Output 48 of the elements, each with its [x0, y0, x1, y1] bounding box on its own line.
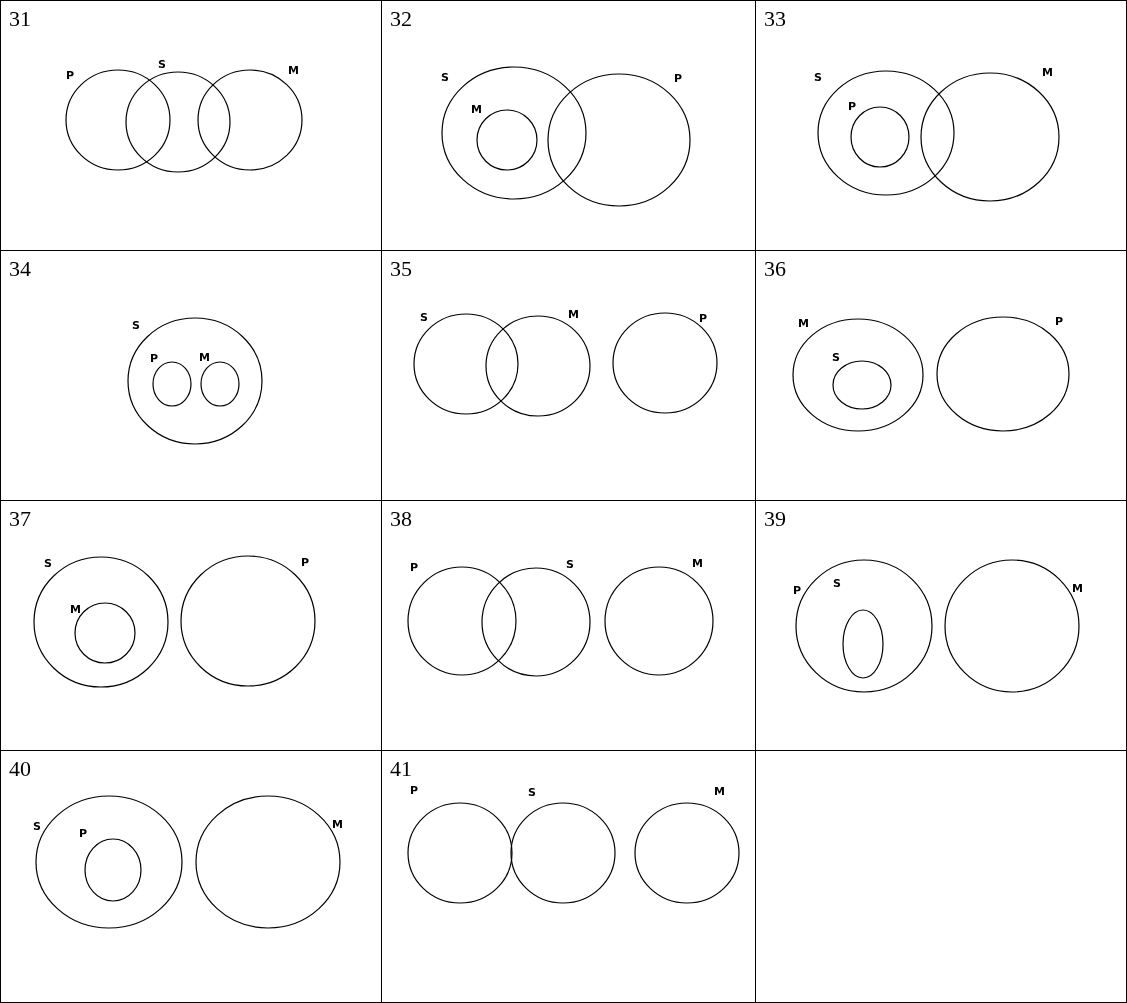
diagram-number: 41	[390, 757, 412, 781]
diagram-number: 31	[9, 7, 31, 31]
set-label: S	[832, 351, 840, 364]
set-label: P	[674, 72, 683, 85]
set-label: S	[420, 311, 428, 324]
diagram-number: 37	[9, 507, 31, 531]
set-label: S	[528, 786, 536, 799]
set-label: S	[132, 319, 140, 332]
diagram-number: 36	[764, 257, 786, 281]
diagram-number: 35	[390, 257, 412, 281]
table-cell	[755, 0, 1127, 251]
set-label: P	[150, 352, 159, 365]
table-cell	[0, 0, 382, 251]
table-cell	[0, 750, 382, 1003]
table-cell	[755, 750, 1127, 1003]
diagram-number: 40	[9, 757, 31, 781]
set-label: S	[566, 558, 574, 571]
set-label: P	[79, 827, 88, 840]
set-label: S	[33, 820, 41, 833]
set-label: S	[814, 71, 822, 84]
set-label: P	[1055, 315, 1064, 328]
set-label: P	[410, 561, 419, 574]
set-label: P	[301, 556, 310, 569]
diagram-number: 32	[390, 7, 412, 31]
set-label: P	[699, 312, 708, 325]
set-label: S	[833, 577, 841, 590]
set-label: S	[441, 71, 449, 84]
set-label: M	[568, 308, 579, 321]
diagram-number: 38	[390, 507, 412, 531]
set-label: M	[1072, 582, 1083, 595]
set-label: M	[714, 785, 725, 798]
set-label: P	[848, 100, 857, 113]
set-label: M	[471, 103, 482, 116]
set-label: M	[288, 64, 299, 77]
set-label: S	[44, 557, 52, 570]
diagram-number: 39	[764, 507, 786, 531]
set-label: M	[70, 603, 81, 616]
set-label: M	[798, 317, 809, 330]
set-label: M	[199, 351, 210, 364]
diagram-number: 34	[9, 257, 31, 281]
set-label: P	[410, 784, 419, 797]
set-label: M	[1042, 66, 1053, 79]
set-label: S	[158, 58, 166, 71]
set-label: P	[66, 69, 75, 82]
set-label: M	[692, 557, 703, 570]
diagram-number: 33	[764, 7, 786, 31]
set-label: P	[793, 584, 802, 597]
set-label: M	[332, 818, 343, 831]
